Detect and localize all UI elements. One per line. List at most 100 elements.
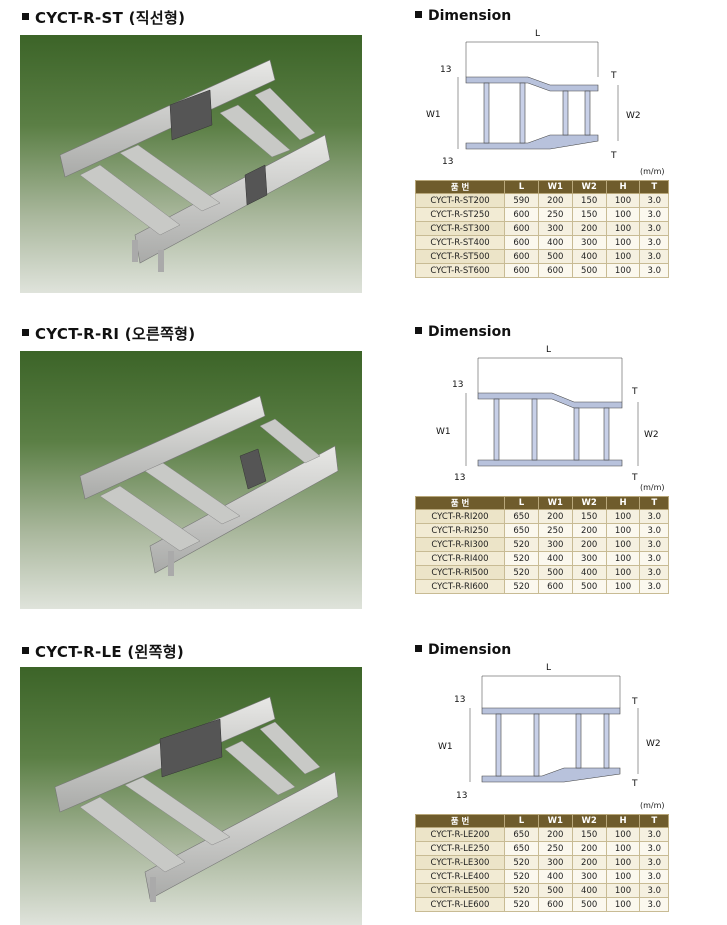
cell: 650 <box>504 509 539 524</box>
cell: CYCT-R-LE200 <box>415 827 505 842</box>
bullet-icon <box>22 329 29 336</box>
cell: 3.0 <box>639 579 669 594</box>
header-W2: W2 <box>571 180 607 194</box>
product-photo <box>20 35 362 293</box>
cell: 100 <box>605 869 641 884</box>
cell: 150 <box>571 827 607 842</box>
cell: 520 <box>504 565 539 580</box>
cell: CYCT-R-ST250 <box>415 207 505 222</box>
cell: 590 <box>504 193 539 208</box>
cell: CYCT-R-RI250 <box>415 523 505 538</box>
cell: 100 <box>605 827 641 842</box>
header-model: 품 번 <box>415 814 505 828</box>
label-L: L <box>535 29 540 39</box>
label-13-top: 13 <box>452 380 463 390</box>
bullet-icon <box>22 13 29 20</box>
header-model: 품 번 <box>415 180 505 194</box>
cell: 520 <box>504 551 539 566</box>
cell: 100 <box>605 523 641 538</box>
cell: CYCT-R-ST600 <box>415 263 505 278</box>
cell: 400 <box>571 565 607 580</box>
product-photo <box>20 351 362 609</box>
label-W1: W1 <box>426 110 441 120</box>
label-T-top: T <box>610 71 617 81</box>
unit-label: (m/m) <box>640 483 665 492</box>
unit-label: (m/m) <box>640 801 665 810</box>
label-T-bottom: T <box>631 473 638 483</box>
dimension-title: Dimension <box>415 8 511 24</box>
unit-label: (m/m) <box>640 167 665 176</box>
label-W1: W1 <box>436 427 451 437</box>
cell: 150 <box>571 193 607 208</box>
cell: 300 <box>537 855 573 870</box>
cell: CYCT-R-RI200 <box>415 509 505 524</box>
header-model: 품 번 <box>415 496 505 510</box>
cell: 100 <box>605 235 641 250</box>
label-W2: W2 <box>644 430 659 440</box>
cell: 200 <box>571 855 607 870</box>
cell: 100 <box>605 537 641 552</box>
label-13-top: 13 <box>440 65 451 75</box>
cell: 250 <box>537 207 573 222</box>
label-W2: W2 <box>626 111 641 121</box>
cell: 100 <box>605 221 641 236</box>
cell: 200 <box>537 193 573 208</box>
cell: 100 <box>605 855 641 870</box>
cable-tray-reducer-illustration <box>54 696 339 902</box>
cell: 3.0 <box>639 221 669 236</box>
dimension-diagram: L W1 13 13 W2 T T <box>438 663 661 801</box>
header-W2: W2 <box>571 496 607 510</box>
cell: 200 <box>537 827 573 842</box>
header-H: H <box>605 814 641 828</box>
header-H: H <box>605 180 641 194</box>
cell: 400 <box>537 235 573 250</box>
cell: CYCT-R-ST500 <box>415 249 505 264</box>
label-L: L <box>546 663 551 673</box>
cell: CYCT-R-LE500 <box>415 883 505 898</box>
label-13-top: 13 <box>454 695 465 705</box>
cell: 3.0 <box>639 193 669 208</box>
header-L: L <box>504 814 539 828</box>
cell: 600 <box>504 249 539 264</box>
cell: CYCT-R-LE400 <box>415 869 505 884</box>
cell: 300 <box>537 221 573 236</box>
bullet-icon <box>415 644 422 652</box>
cell: 520 <box>504 855 539 870</box>
cell: 300 <box>571 235 607 250</box>
header-L: L <box>504 180 539 194</box>
cell: 400 <box>537 869 573 884</box>
cell: 100 <box>605 249 641 264</box>
cell: 300 <box>571 551 607 566</box>
label-T-top: T <box>631 697 638 707</box>
dimension-title: Dimension <box>415 642 511 658</box>
section-left: CYCT-R-LE (왼쪽형) Dimension L <box>0 634 727 925</box>
header-W1: W1 <box>537 496 573 510</box>
cell: 200 <box>571 841 607 856</box>
label-W1: W1 <box>438 742 453 752</box>
cell: 500 <box>571 897 607 912</box>
bullet-icon <box>415 326 422 334</box>
cell: 150 <box>571 207 607 222</box>
cell: 250 <box>537 523 573 538</box>
header-T: T <box>639 496 669 510</box>
cell: 500 <box>537 883 573 898</box>
label-T-bottom: T <box>610 151 617 161</box>
label-T-top: T <box>631 387 638 397</box>
cell: 100 <box>605 897 641 912</box>
header-L: L <box>504 496 539 510</box>
cell: 300 <box>571 869 607 884</box>
cell: 520 <box>504 883 539 898</box>
table-header-row: 품 번 L W1 W2 H T <box>415 496 669 510</box>
